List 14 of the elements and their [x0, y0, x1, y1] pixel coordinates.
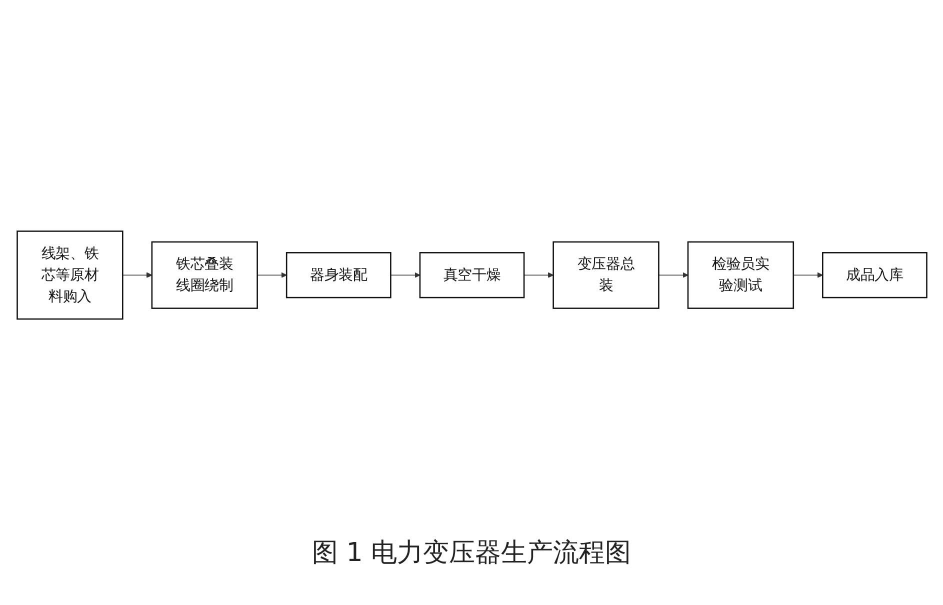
node-box: 成品入库: [822, 252, 927, 298]
node-box: 器身装配: [285, 252, 391, 298]
node-box: 真空干燥: [418, 252, 524, 298]
figure-caption: 图 1 电力变压器生产流程图: [312, 537, 632, 570]
arrow: [256, 272, 286, 278]
node-box: 检验员实验测试: [686, 241, 794, 309]
node-box: 铁芯叠装线圈绕制: [150, 241, 258, 309]
arrow: [390, 272, 420, 278]
arrow: [658, 272, 688, 278]
arrow: [523, 272, 554, 278]
node-box: 变压器总装: [552, 241, 659, 309]
node-box: 线架、铁芯等原材料购入: [16, 230, 123, 320]
arrow: [122, 272, 152, 278]
arrow: [792, 272, 822, 278]
